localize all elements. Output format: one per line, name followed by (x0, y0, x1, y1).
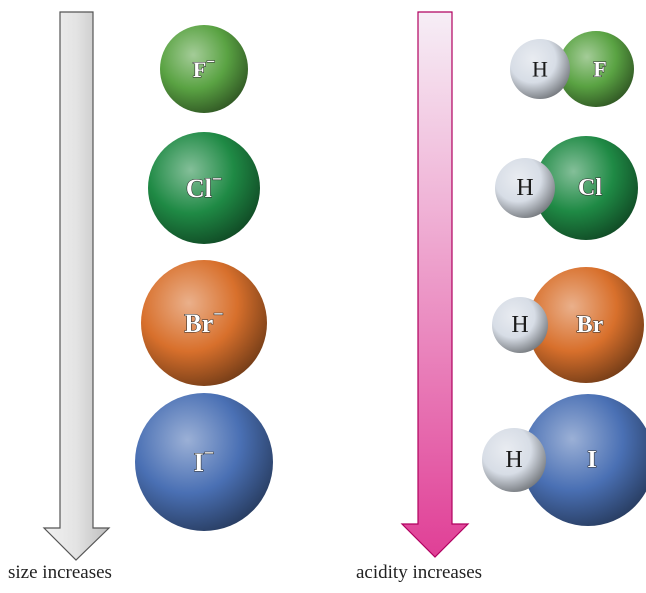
hi-hydrogen-label: H (505, 447, 522, 473)
f-ion-symbol: F (193, 57, 206, 82)
i-ion-charge: − (204, 443, 214, 463)
size-increase-arrow (42, 11, 111, 561)
hcl-halogen-sphere (534, 136, 638, 240)
hf-halogen-sphere (558, 31, 634, 107)
br-ion: Br− (141, 260, 267, 386)
hi-halogen-sphere (522, 394, 646, 526)
i-ion: I− (135, 393, 273, 531)
hbr-hydrogen-sphere (492, 297, 548, 353)
hf-halogen-label: F (593, 57, 606, 82)
acidity-increase-arrow (400, 11, 470, 558)
f-ion: F− (160, 25, 248, 113)
hf-hydrogen-sphere (510, 39, 570, 99)
hf-hydrogen-label: H (532, 57, 548, 82)
cl-ion-sphere (148, 132, 260, 244)
size-increases-caption: size increases (8, 562, 112, 583)
f-ion-label: F− (193, 53, 215, 82)
hcl-hydrogen-sphere (495, 158, 555, 218)
hi-hydrogen-sphere (482, 428, 546, 492)
f-ion-charge: − (206, 53, 215, 70)
br-ion-charge: − (213, 304, 223, 324)
cl-ion: Cl− (148, 132, 260, 244)
hcl-molecule: H Cl (495, 136, 638, 240)
br-ion-label: Br− (184, 304, 223, 338)
br-ion-symbol: Br (184, 309, 213, 338)
hbr-hydrogen-label: H (511, 312, 528, 338)
hbr-halogen-label: Br (577, 312, 604, 338)
acidity-increases-caption: acidity increases (356, 562, 483, 583)
hbr-molecule: H Br (492, 267, 644, 383)
i-ion-symbol: I (194, 448, 204, 477)
i-ion-label: I− (194, 443, 215, 477)
cl-ion-charge: − (212, 169, 222, 189)
halide-ion-column: F−Cl−Br−I− (135, 25, 273, 531)
i-ion-sphere (135, 393, 273, 531)
cl-ion-label: Cl− (186, 169, 222, 203)
f-ion-sphere (160, 25, 248, 113)
hcl-halogen-label: Cl (578, 175, 602, 201)
hi-halogen-label: I (587, 447, 596, 473)
cl-ion-symbol: Cl (186, 174, 212, 203)
br-ion-sphere (141, 260, 267, 386)
hbr-halogen-sphere (528, 267, 644, 383)
hcl-hydrogen-label: H (516, 175, 533, 201)
